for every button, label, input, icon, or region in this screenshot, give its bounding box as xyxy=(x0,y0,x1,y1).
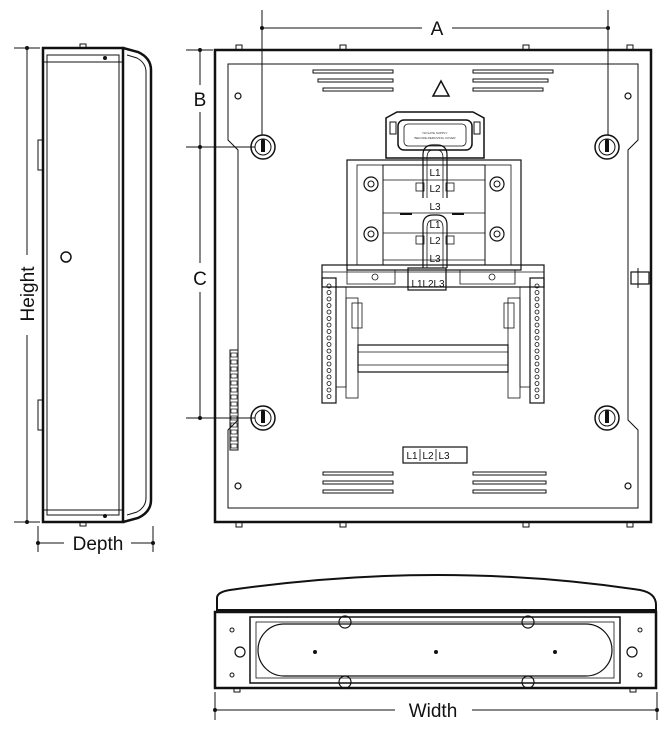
dimension-a-label: A xyxy=(431,19,444,40)
lower-phase-l2: L2 xyxy=(429,236,441,247)
bar-phase-l2: L2 xyxy=(422,279,434,290)
earth-terminal-icon xyxy=(230,408,238,414)
warning-triangle-icon xyxy=(431,79,451,97)
phase-label-box: L1 L2 L3 xyxy=(402,446,468,464)
isolator-switch: ISOLATE SUPPLY BEFORE REMOVING COVER xyxy=(385,111,485,159)
terminal-screw-icon xyxy=(534,361,540,367)
bottom-phase-l1: L1 xyxy=(406,451,418,462)
terminal-screw-icon xyxy=(326,283,332,289)
upper-phase-l2: L2 xyxy=(429,184,441,195)
terminal-screw-icon xyxy=(534,381,540,386)
earth-terminal-icon xyxy=(230,394,238,400)
top-vents xyxy=(312,69,554,97)
bottom-phase-l2: L2 xyxy=(422,451,434,462)
terminal-screw-icon xyxy=(534,348,540,354)
earth-terminal-icon xyxy=(230,352,238,358)
earth-terminal-icon xyxy=(230,366,238,372)
terminal-screw-icon xyxy=(326,309,332,315)
height-dimension: Height xyxy=(14,46,40,524)
earth-terminal-icon xyxy=(230,380,238,386)
height-label: Height xyxy=(18,266,39,322)
terminal-screw-icon xyxy=(326,348,332,354)
din-rail-assembly: L1 L2 L3 xyxy=(321,264,545,404)
lower-phase-l3: L3 xyxy=(429,254,441,265)
terminal-screw-icon xyxy=(534,342,540,347)
depth-label: Depth xyxy=(73,534,124,555)
earth-terminal-icon xyxy=(230,422,238,428)
terminal-screw-icon xyxy=(534,322,540,328)
earth-terminal-icon xyxy=(230,387,238,393)
earth-terminal-strip xyxy=(229,349,239,451)
bottom-phase-l3: L3 xyxy=(438,451,450,462)
terminal-screw-icon xyxy=(534,335,540,341)
bar-phase-l3: L3 xyxy=(433,279,445,290)
dimension-c: C xyxy=(186,147,255,420)
front-view: ISOLATE SUPPLY BEFORE REMOVING COVER L1 … xyxy=(213,44,653,528)
earth-terminal-icon xyxy=(230,429,238,435)
terminal-screw-icon xyxy=(534,368,540,373)
bottom-view xyxy=(213,574,658,693)
earth-terminal-icon xyxy=(230,436,238,442)
side-view xyxy=(37,43,153,527)
terminal-screw-icon xyxy=(534,290,540,295)
terminal-screw-icon xyxy=(534,316,540,321)
warning-label-line2: BEFORE REMOVING COVER xyxy=(414,136,456,140)
terminal-screw-icon xyxy=(534,309,540,315)
dimension-a: A xyxy=(260,10,610,135)
side-latch xyxy=(630,271,650,285)
depth-dimension: Depth xyxy=(36,526,155,555)
terminal-screw-icon xyxy=(326,322,332,328)
keyhole-top-right-icon xyxy=(594,134,620,160)
terminal-screw-icon xyxy=(534,283,540,289)
busbar-chassis: L1 L2 L3 L1 L2 L3 xyxy=(346,144,522,271)
terminal-screw-icon xyxy=(326,394,332,399)
terminal-screw-icon xyxy=(326,342,332,347)
terminal-screw-icon xyxy=(326,290,332,295)
dimension-b-label: B xyxy=(194,90,207,111)
earth-terminal-icon xyxy=(230,373,238,379)
lower-phase-l1: L1 xyxy=(429,220,441,231)
terminal-screw-icon xyxy=(326,316,332,321)
terminal-screw-icon xyxy=(534,296,540,302)
terminal-screw-icon xyxy=(326,335,332,341)
dimension-c-label: C xyxy=(193,269,207,290)
terminal-screw-icon xyxy=(326,374,332,380)
width-label: Width xyxy=(409,701,458,722)
upper-phase-l3: L3 xyxy=(429,202,441,213)
terminal-screw-icon xyxy=(326,381,332,386)
bar-phase-l1: L1 xyxy=(411,279,423,290)
terminal-screw-icon xyxy=(326,361,332,367)
terminal-screw-icon xyxy=(326,355,332,360)
bottom-vents xyxy=(322,471,547,494)
warning-label-line1: ISOLATE SUPPLY xyxy=(423,131,448,135)
terminal-screw-icon xyxy=(534,355,540,360)
upper-phase-l1: L1 xyxy=(429,168,441,179)
terminal-screw-icon xyxy=(534,374,540,380)
terminal-screw-icon xyxy=(326,329,332,334)
terminal-screw-icon xyxy=(326,387,332,393)
terminal-screw-icon xyxy=(534,303,540,308)
terminal-screw-icon xyxy=(534,394,540,399)
terminal-screw-icon xyxy=(534,329,540,334)
width-dimension: Width xyxy=(213,692,659,722)
earth-terminal-icon xyxy=(230,443,238,449)
earth-terminal-icon xyxy=(230,359,238,365)
earth-terminal-icon xyxy=(230,401,238,407)
terminal-screw-icon xyxy=(326,296,332,302)
keyhole-bottom-right-icon xyxy=(594,405,620,431)
terminal-screw-icon xyxy=(326,368,332,373)
knockout-icon xyxy=(60,251,72,263)
terminal-screw-icon xyxy=(534,387,540,393)
terminal-screw-icon xyxy=(326,303,332,308)
dimension-b: B xyxy=(186,48,255,149)
